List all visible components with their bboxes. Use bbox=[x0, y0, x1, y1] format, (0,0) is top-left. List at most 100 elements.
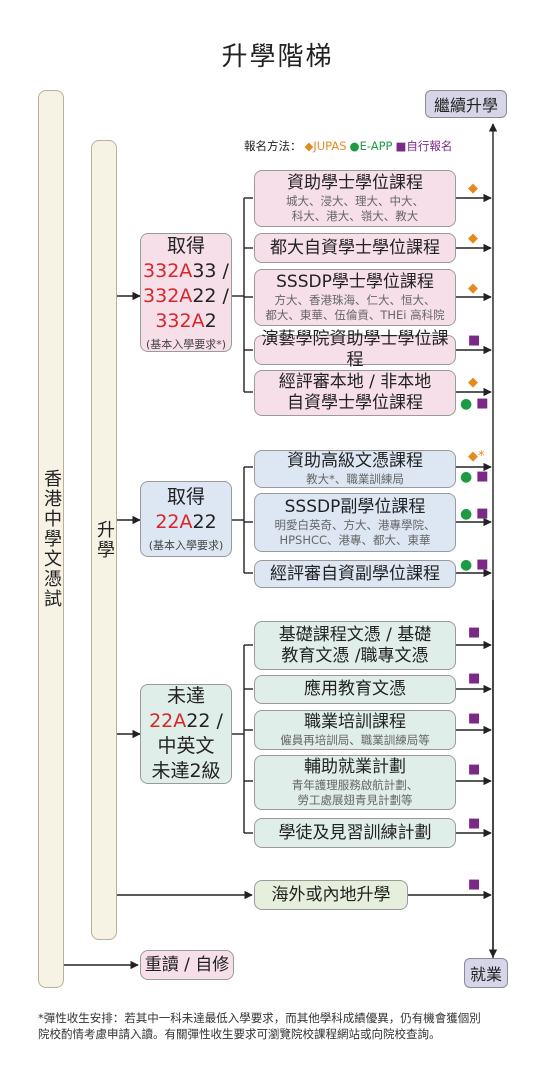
marker-group: ■ bbox=[468, 333, 481, 348]
footnote: *彈性收生安排：若其中一科未達最低入學要求，而其他學科成績優異，仍有機會獲個別 … bbox=[38, 1010, 528, 1042]
program-sub: 城大、浸大、理大、中大、 bbox=[286, 194, 424, 208]
badge-continue-study: 繼續升學 bbox=[425, 90, 507, 118]
program-title-2: 教育文憑 /職專文憑 bbox=[281, 645, 429, 666]
cond1-l1-red: 332A bbox=[143, 259, 193, 282]
jupas-marker: ◆ bbox=[468, 231, 478, 246]
marker-group: ■ bbox=[468, 711, 481, 726]
cond3-l1-red: 22A bbox=[149, 710, 187, 732]
jupas-marker: ◆ bbox=[468, 181, 478, 196]
marker-group: ■ bbox=[468, 625, 481, 640]
program-title: 職業培訓課程 bbox=[304, 712, 406, 732]
cond1-l1: 33 / bbox=[192, 259, 229, 282]
program-sub: 僱員再培訓局、職業訓練局等 bbox=[280, 733, 430, 747]
marker-group: ●■ bbox=[460, 557, 489, 573]
marker-group: ■ bbox=[468, 671, 481, 686]
cond2-pre: 取得 bbox=[166, 486, 205, 508]
eapp-marker: ● bbox=[460, 557, 473, 573]
page-title: 升學階梯 bbox=[221, 42, 334, 72]
program-title: SSSDP學士學位課程 bbox=[276, 272, 434, 292]
self-apply-marker: ■ bbox=[476, 469, 489, 484]
marker-group: ■ bbox=[468, 816, 481, 831]
self-apply-marker: ■ bbox=[476, 396, 489, 411]
legend-label: 報名方法： bbox=[244, 139, 302, 153]
program-sub: 教大*、職業訓練局 bbox=[306, 472, 404, 486]
program-title: 基礎課程文憑 / 基礎 bbox=[278, 624, 432, 645]
footnote-line-1: *彈性收生安排：若其中一科未達最低入學要求，而其他學科成績優異，仍有機會獲個別 bbox=[38, 1011, 481, 1025]
marker-group: ◆ bbox=[468, 375, 478, 390]
program-self-financed-subdegree: 經評審自資副學位課程 bbox=[254, 560, 456, 588]
jupas-marker: ◆ bbox=[468, 281, 478, 296]
legend-jupas: ◆JUPAS bbox=[304, 139, 347, 153]
cond2-l1: 22 bbox=[192, 511, 217, 533]
program-title: 學徒及見習訓練計劃 bbox=[278, 822, 432, 843]
program-foundation-diploma: 基礎課程文憑 / 基礎 教育文憑 /職專文憑 bbox=[254, 621, 456, 670]
program-ugc-degree: 資助學士學位課程 城大、浸大、理大、中大、 科大、港大、嶺大、教大 bbox=[254, 170, 456, 227]
cond2-l1-red: 22A bbox=[155, 511, 193, 533]
eapp-marker: ● bbox=[460, 469, 473, 485]
pillar-dse: 香港中學文憑試 bbox=[38, 90, 64, 988]
pillar-further-study: 升學 bbox=[91, 140, 117, 940]
program-employment-support: 輔助就業計劃 青年護理服務啟航計劃、 勞工處展翅青見計劃等 bbox=[254, 755, 456, 810]
program-sssdp-subdegree: SSSDP副學位課程 明愛白英奇、方大、港專學院、 HPSHCC、港專、都大、東… bbox=[254, 493, 456, 552]
program-title: 海外或內地升學 bbox=[271, 884, 391, 905]
marker-group: ◆ bbox=[468, 181, 478, 196]
program-applied-education: 應用教育文憑 bbox=[254, 675, 456, 704]
program-self-financed-degree: 經評審本地 / 非本地 自資學士學位課程 bbox=[254, 370, 456, 416]
self-apply-marker: ■ bbox=[468, 671, 481, 686]
self-apply-marker: ■ bbox=[468, 816, 481, 831]
marker-group: ●■ bbox=[460, 469, 489, 485]
marker-group: ●■ bbox=[460, 396, 489, 412]
program-title: 都大自資學士學位課程 bbox=[270, 237, 440, 258]
program-sub: 方大、香港珠海、仁大、恒大、 bbox=[274, 293, 436, 307]
program-vocational-training: 職業培訓課程 僱員再培訓局、職業訓練局等 bbox=[254, 710, 456, 750]
program-overseas-mainland: 海外或內地升學 bbox=[254, 880, 408, 910]
program-higher-diploma: 資助高級文憑課程 教大*、職業訓練局 bbox=[254, 450, 456, 488]
marker-group: ■ bbox=[468, 877, 481, 892]
cond1-l3-red: 332A bbox=[155, 309, 205, 332]
marker-group: ■ bbox=[468, 763, 480, 776]
program-title: 經評審自資副學位課程 bbox=[270, 563, 440, 584]
program-sub: 青年護理服務啟航計劃、 bbox=[291, 778, 419, 792]
condition-22a: 取得 22A22 (基本入學要求) bbox=[140, 481, 232, 557]
program-title: 演藝學院資助學士學位課程 bbox=[261, 329, 449, 370]
program-sssdp-degree: SSSDP學士學位課程 方大、香港珠海、仁大、恒大、 都大、東華、伍倫貢、THE… bbox=[254, 269, 456, 326]
cond3-pre: 未達 bbox=[166, 685, 205, 707]
program-title-2: 自資學士學位課程 bbox=[287, 393, 423, 413]
self-apply-marker: ■ bbox=[468, 333, 481, 348]
eapp-marker: ● bbox=[460, 396, 473, 412]
legend-eapp: ●E-APP bbox=[349, 139, 393, 153]
program-sub: HPSHCC、港專、都大、東華 bbox=[279, 533, 431, 547]
program-sub: 都大、東華、伍倫貢、THEi 高科院 bbox=[265, 308, 445, 322]
cond3-l1: 22 / bbox=[186, 710, 223, 732]
program-apprenticeship: 學徒及見習訓練計劃 bbox=[254, 818, 456, 848]
jupas-marker: ◆ bbox=[468, 375, 478, 390]
program-sub: 科大、港大、嶺大、教大 bbox=[291, 209, 419, 223]
cond3-l3: 未達2級 bbox=[151, 760, 221, 782]
condition-not-met: 未達 22A22 / 中英文 未達2級 bbox=[140, 684, 232, 784]
self-apply-marker: ■ bbox=[468, 711, 481, 726]
pillar-dse-label: 香港中學文憑試 bbox=[41, 469, 62, 609]
program-title: 輔助就業計劃 bbox=[304, 757, 406, 777]
program-sub: 明愛白英奇、方大、港專學院、 bbox=[274, 518, 436, 532]
cond1-l2: 22 / bbox=[192, 284, 229, 307]
self-apply-marker: ■ bbox=[468, 625, 481, 640]
marker-group: ◆ bbox=[468, 281, 478, 296]
cond1-pre: 取得 bbox=[166, 234, 205, 257]
marker-group: ◆* bbox=[468, 450, 485, 463]
cond3-l2: 中英文 bbox=[157, 735, 215, 757]
program-title: 資助高級文憑課程 bbox=[287, 451, 423, 471]
cond1-l3: 2 bbox=[204, 309, 217, 332]
program-hkmu-degree: 都大自資學士學位課程 bbox=[254, 233, 456, 263]
self-apply-marker: ■ bbox=[476, 557, 489, 572]
program-title: 資助學士學位課程 bbox=[287, 173, 423, 193]
cond2-sub: (基本入學要求) bbox=[148, 539, 224, 552]
marker-group: ◆ bbox=[468, 231, 478, 246]
self-apply-marker: ■ bbox=[468, 877, 481, 892]
legend-self: ■自行報名 bbox=[395, 139, 453, 153]
marker-group: ●■ bbox=[460, 507, 489, 521]
cond1-sub: (基本入學要求*) bbox=[145, 337, 227, 351]
program-title: 經評審本地 / 非本地 bbox=[278, 372, 432, 392]
cond1-l2-red: 332A bbox=[143, 284, 193, 307]
repeat-label: 重讀 / 自修 bbox=[144, 954, 230, 975]
